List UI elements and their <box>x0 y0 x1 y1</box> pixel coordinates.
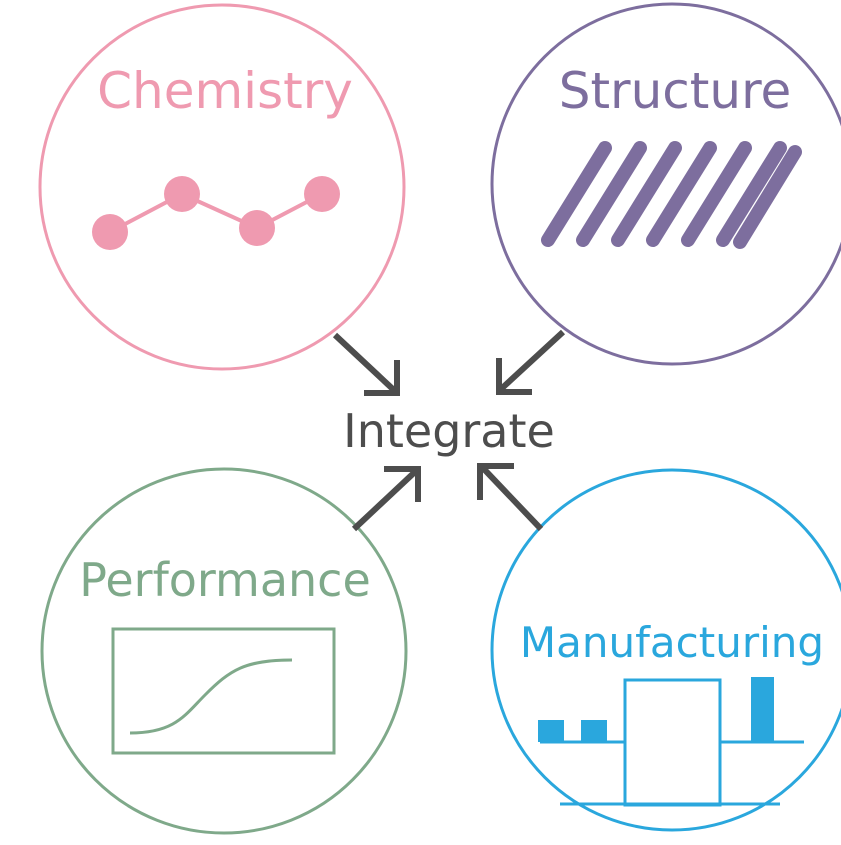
arrow-from-performance <box>351 466 421 532</box>
sigmoid-curve-plot-icon <box>111 627 336 755</box>
performance-label: Performance <box>79 553 371 607</box>
arrow-from-manufacturing <box>477 463 544 532</box>
molecule-chain-icon <box>92 176 340 250</box>
diagonal-fibers-icon <box>541 141 802 249</box>
manufacturing-label: Manufacturing <box>520 618 824 667</box>
factory-process-icon <box>538 677 804 807</box>
chemistry-label: Chemistry <box>97 62 353 120</box>
manufacturing-circle <box>490 468 841 832</box>
manufacturing-node: Manufacturing <box>490 468 841 832</box>
integrate-label: Integrate <box>343 404 555 458</box>
chemistry-circle <box>38 3 406 371</box>
arrow-from-chemistry <box>332 332 400 396</box>
structure-label: Structure <box>559 62 792 120</box>
performance-circle <box>40 467 408 835</box>
structure-circle <box>490 2 841 366</box>
arrows <box>332 329 566 532</box>
chemistry-node: Chemistry <box>38 3 406 371</box>
performance-node: Performance <box>40 467 408 835</box>
arrow-from-structure <box>496 329 566 395</box>
structure-node: Structure <box>490 2 841 366</box>
